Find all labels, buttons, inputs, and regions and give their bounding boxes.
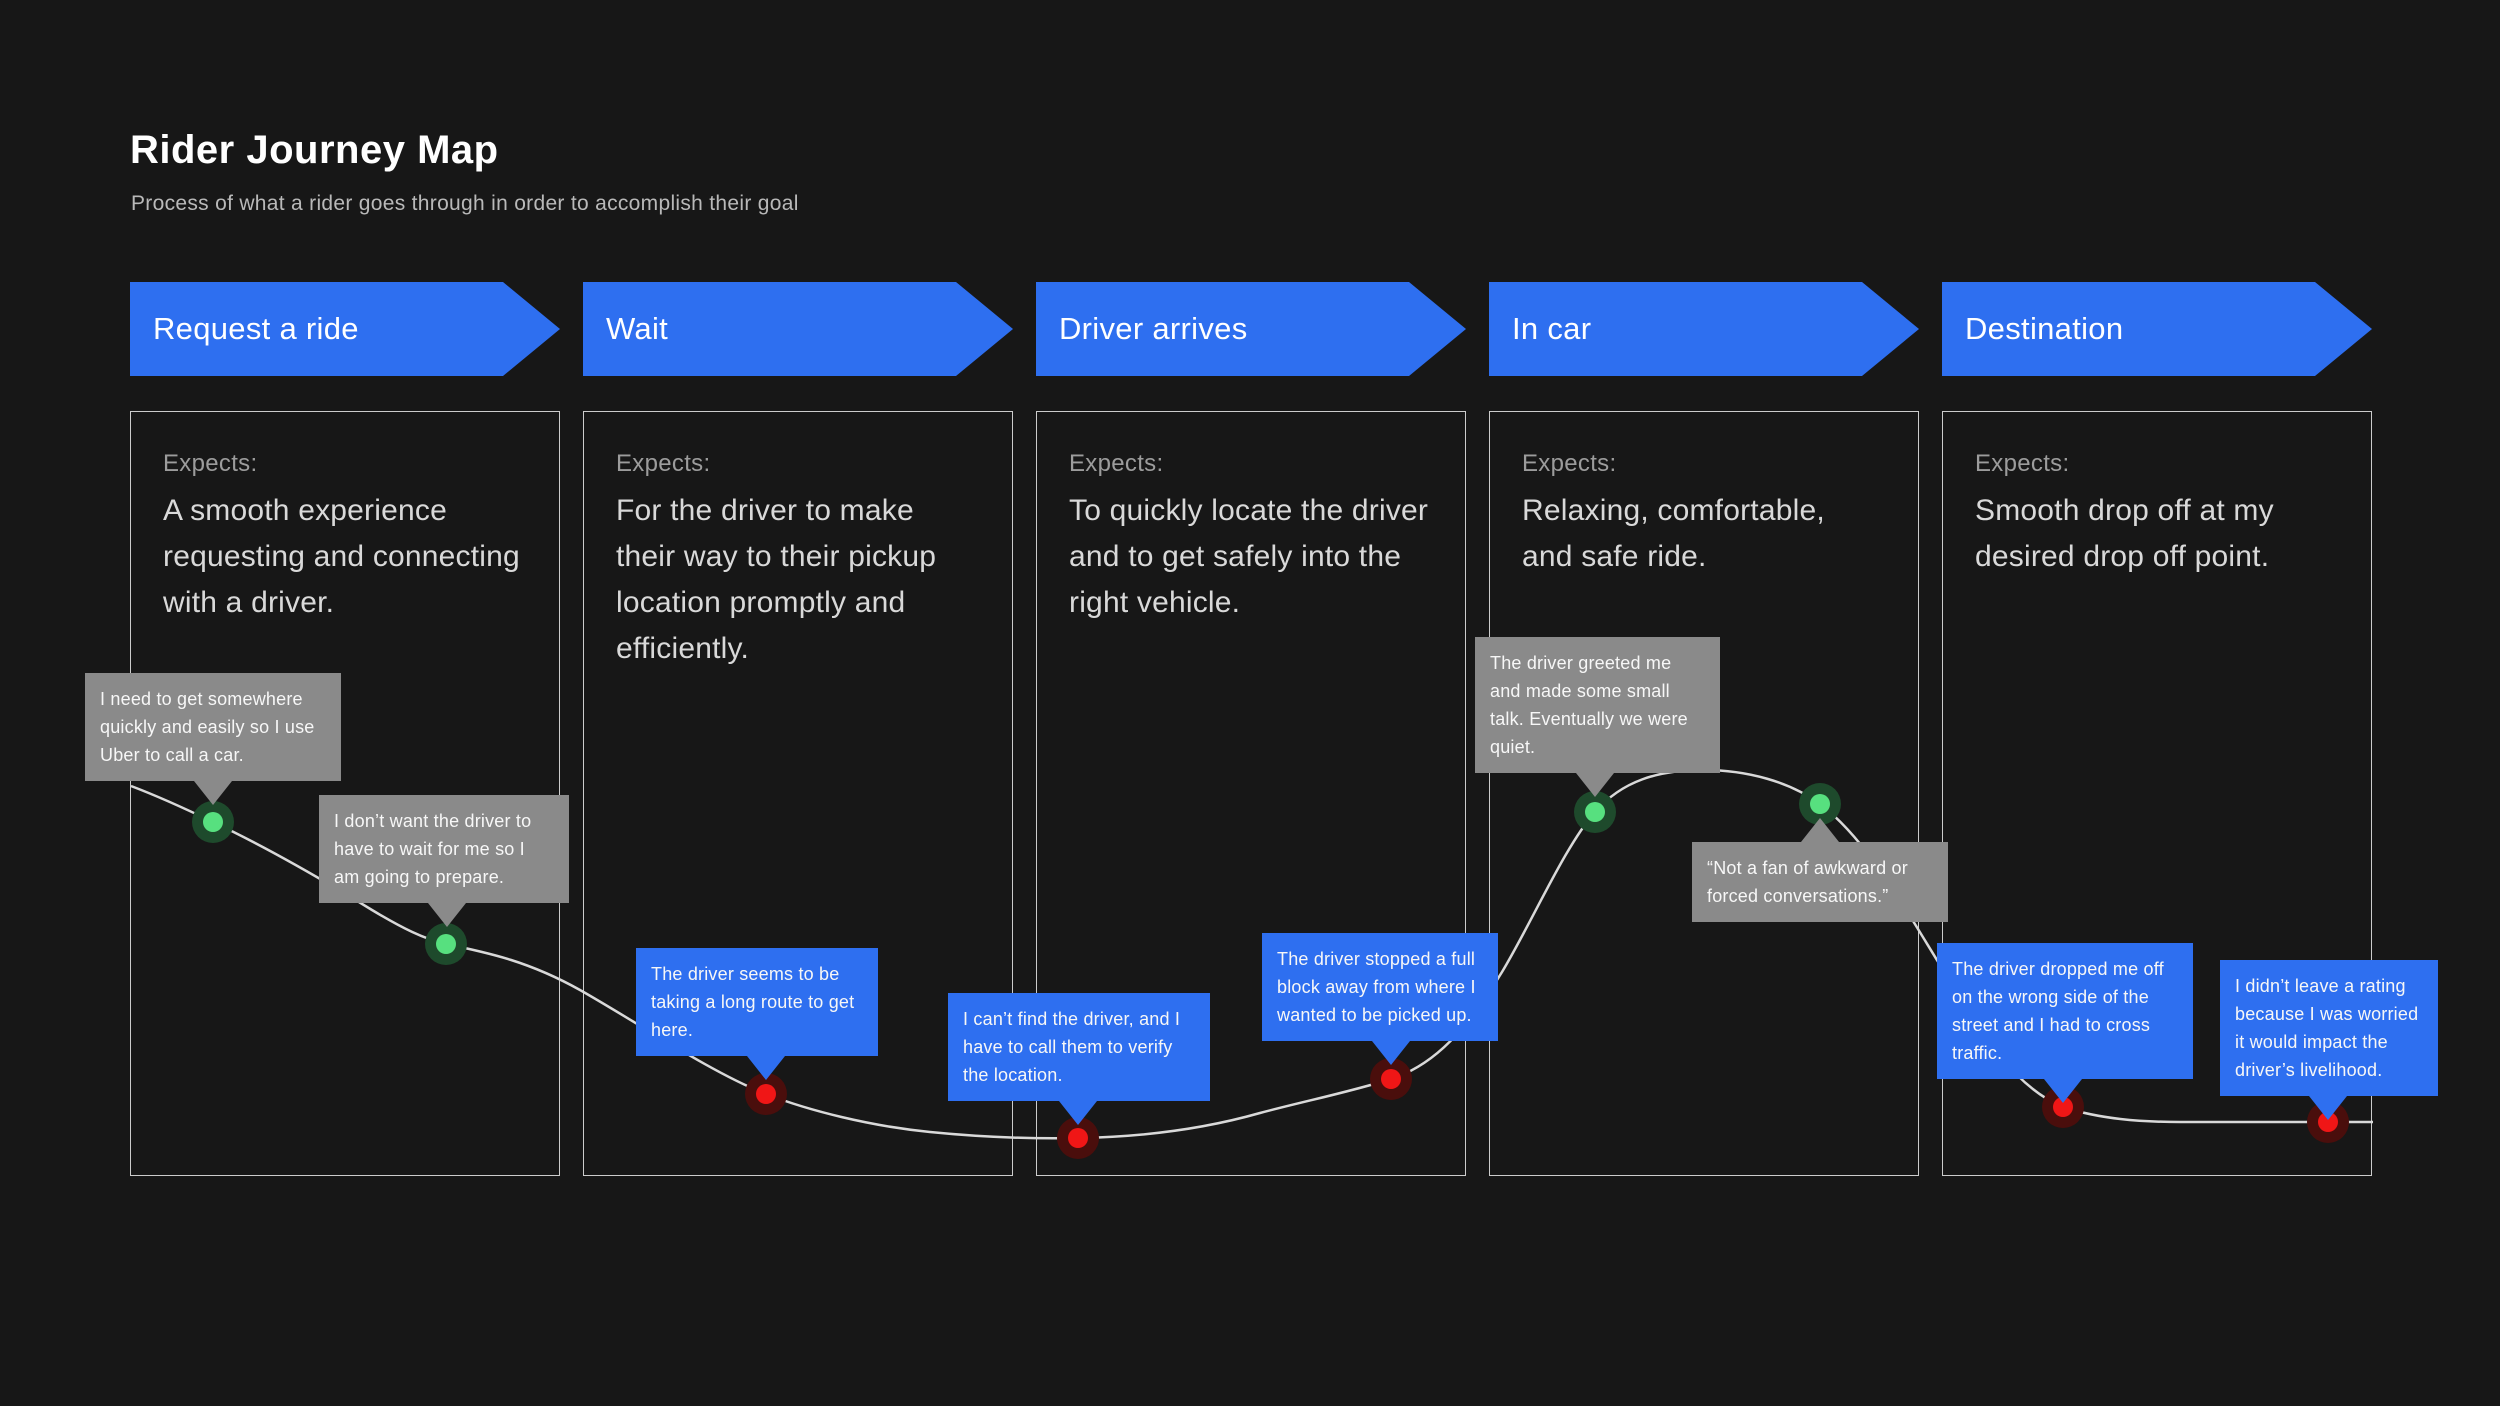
journey-point-positive-1[interactable] <box>192 801 234 843</box>
expects-label: Expects: <box>1522 450 1617 477</box>
stage-panel-driver-arrives[interactable]: Expects: To quickly locate the driver an… <box>1036 411 1466 1176</box>
callout-tail <box>2044 1079 2082 1103</box>
stage-panel-request-a-ride[interactable]: Expects: A smooth experience requesting … <box>130 411 560 1176</box>
callout-dont-want-driver-to-wait[interactable]: I don’t want the driver to have to wait … <box>319 795 569 927</box>
callout-text: “Not a fan of awkward or forced conversa… <box>1707 858 1908 906</box>
callout-long-route[interactable]: The driver seems to be taking a long rou… <box>636 948 878 1080</box>
journey-point-positive-3[interactable] <box>1574 791 1616 833</box>
callout-cant-find-driver[interactable]: I can’t find the driver, and I have to c… <box>948 993 1210 1125</box>
expects-label: Expects: <box>616 450 711 477</box>
callout-tail <box>1372 1041 1410 1065</box>
expects-text: For the driver to make their way to thei… <box>616 494 937 665</box>
expects-label: Expects: <box>1069 450 1164 477</box>
stage-arrow-driver-arrives[interactable]: Driver arrives <box>1036 282 1466 376</box>
callout-stopped-block-away[interactable]: The driver stopped a full block away fro… <box>1262 933 1498 1065</box>
stage-arrow-request-a-ride[interactable]: Request a ride <box>130 282 560 376</box>
stage-label: In car <box>1512 311 1592 346</box>
callout-need-to-get-somewhere[interactable]: I need to get somewhere quickly and easi… <box>85 673 341 805</box>
callout-text: I don’t want the driver to have to wait … <box>334 811 532 887</box>
journey-point-positive-4[interactable] <box>1799 783 1841 825</box>
callout-text: The driver seems to be taking a long rou… <box>651 964 855 1040</box>
callout-text: The driver dropped me off on the wrong s… <box>1952 959 2164 1063</box>
stage-arrow-in-car[interactable]: In car <box>1489 282 1919 376</box>
expects-label: Expects: <box>163 450 258 477</box>
callout-tail <box>1059 1101 1097 1125</box>
callout-text: The driver greeted me and made some smal… <box>1490 653 1688 757</box>
expects-label: Expects: <box>1975 450 2070 477</box>
stage-label: Wait <box>606 311 669 346</box>
callout-didnt-leave-rating[interactable]: I didn’t leave a rating because I was wo… <box>2220 960 2438 1120</box>
callout-tail <box>428 903 466 927</box>
stage-label: Driver arrives <box>1059 311 1248 346</box>
journey-point-positive-2[interactable] <box>425 923 467 965</box>
stage-panel-in-car[interactable]: Expects: Relaxing, comfortable, and safe… <box>1489 411 1919 1176</box>
stage-panel-destination[interactable]: Expects: Smooth drop off at my desired d… <box>1942 411 2372 1176</box>
stage-label: Request a ride <box>153 311 359 346</box>
callout-text: I didn’t leave a rating because I was wo… <box>2235 976 2419 1080</box>
stage-arrow-wait[interactable]: Wait <box>583 282 1013 376</box>
callout-tail <box>1801 818 1839 842</box>
callout-text: I can’t find the driver, and I have to c… <box>963 1009 1181 1085</box>
page-title: Rider Journey Map <box>130 128 499 172</box>
callout-tail <box>747 1056 785 1080</box>
callout-tail <box>194 781 232 805</box>
callout-tail <box>1576 773 1614 797</box>
journey-point-negative-1[interactable] <box>745 1073 787 1115</box>
callout-tail <box>2309 1096 2347 1120</box>
expects-text: A smooth experience requesting and conne… <box>163 494 520 619</box>
journey-point-negative-3[interactable] <box>1370 1058 1412 1100</box>
callout-text: I need to get somewhere quickly and easi… <box>100 689 315 765</box>
callout-not-a-fan-of-awkward[interactable]: “Not a fan of awkward or forced conversa… <box>1692 818 1948 922</box>
callout-wrong-side-of-street[interactable]: The driver dropped me off on the wrong s… <box>1937 943 2193 1103</box>
callout-text: The driver stopped a full block away fro… <box>1277 949 1476 1025</box>
expects-text: To quickly locate the driver and to get … <box>1069 494 1429 619</box>
stage-label: Destination <box>1965 311 2124 346</box>
expects-text: Relaxing, comfortable, and safe ride. <box>1522 494 1825 573</box>
expects-text: Smooth drop off at my desired drop off p… <box>1975 494 2274 573</box>
stage-panel-wait[interactable]: Expects: For the driver to make their wa… <box>583 411 1013 1176</box>
journey-point-negative-2[interactable] <box>1057 1117 1099 1159</box>
page-subtitle: Process of what a rider goes through in … <box>131 192 799 215</box>
stage-arrow-destination[interactable]: Destination <box>1942 282 2372 376</box>
callout-driver-greeted-me[interactable]: The driver greeted me and made some smal… <box>1475 637 1720 797</box>
